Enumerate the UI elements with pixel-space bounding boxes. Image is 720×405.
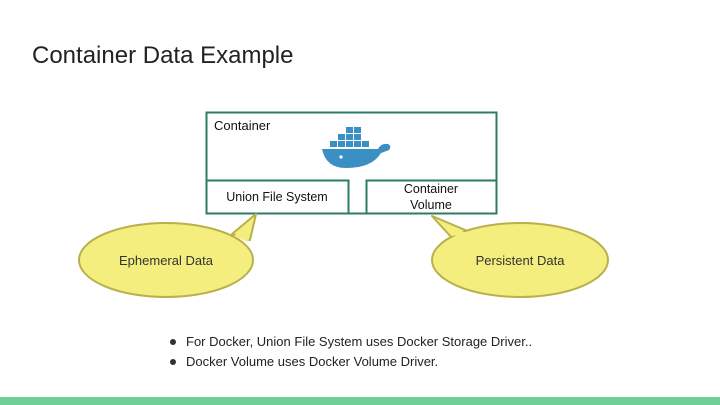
bullet-list: For Docker, Union File System uses Docke…	[168, 332, 532, 372]
docker-whale-icon	[322, 127, 391, 168]
container-volume-label-line2: Volume	[410, 198, 452, 212]
persistent-data-label: Persistent Data	[476, 253, 566, 268]
union-file-system-label: Union File System	[226, 190, 327, 204]
container-volume-label-line1: Container	[404, 182, 458, 196]
persistent-data-bubble: Persistent Data	[431, 215, 609, 298]
bullet-item: Docker Volume uses Docker Volume Driver.	[168, 352, 532, 372]
union-file-system-box	[205, 179, 350, 215]
ephemeral-data-label: Ephemeral Data	[119, 253, 214, 268]
slide-title: Container Data Example	[32, 42, 294, 69]
container-volume-box	[365, 179, 498, 215]
bottom-accent-bar	[0, 397, 720, 405]
container-label: Container	[214, 118, 271, 133]
ephemeral-data-bubble: Ephemeral Data	[78, 213, 257, 298]
bullet-item: For Docker, Union File System uses Docke…	[168, 332, 532, 352]
